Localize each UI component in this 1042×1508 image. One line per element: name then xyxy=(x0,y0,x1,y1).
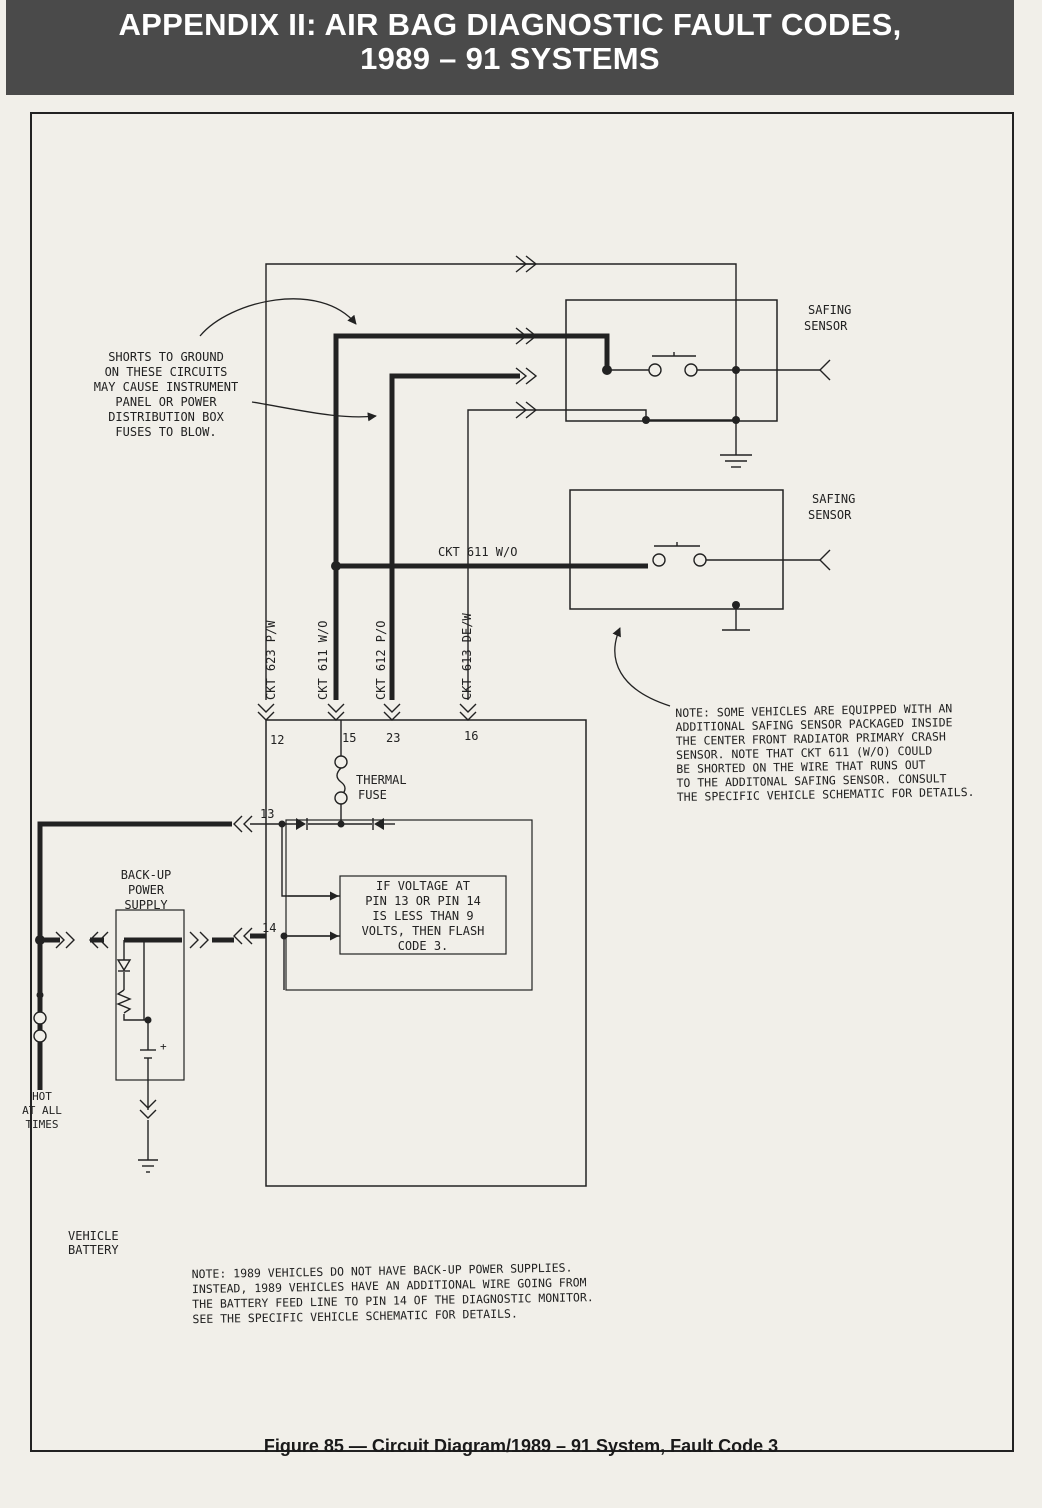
logic-line: VOLTS, THEN FLASH xyxy=(362,924,485,938)
note-right-line: THE SPECIFIC VEHICLE SCHEMATIC FOR DETAI… xyxy=(677,785,975,804)
note-bottom-line: NOTE: 1989 VEHICLES DO NOT HAVE BACK-UP … xyxy=(192,1261,573,1282)
note-right-line: NOTE: SOME VEHICLES ARE EQUIPPED WITH AN xyxy=(675,701,952,720)
page-title: APPENDIX II: AIR BAG DIAGNOSTIC FAULT CO… xyxy=(6,8,1014,76)
hot-line: TIMES xyxy=(25,1118,58,1131)
contacts xyxy=(33,363,707,1043)
note-right: NOTE: SOME VEHICLES ARE EQUIPPED WITH AN… xyxy=(675,701,974,804)
battery-plus: + xyxy=(160,1040,167,1053)
logic-box xyxy=(339,875,507,955)
pin-numbers: 12 15 23 16 13 14 xyxy=(260,729,478,935)
note-right-line: ADDITIONAL SAFING SENSOR PACKAGED INSIDE xyxy=(675,715,952,734)
note-right-line: TO THE ADDITONAL SAFING SENSOR. CONSULT xyxy=(676,771,946,790)
note-bottom: NOTE: 1989 VEHICLES DO NOT HAVE BACK-UP … xyxy=(192,1261,594,1327)
shorts-note: SHORTS TO GROUND ON THESE CIRCUITS MAY C… xyxy=(94,350,239,439)
logic-line: PIN 13 OR PIN 14 xyxy=(365,894,481,908)
connector-chevrons xyxy=(55,255,538,1119)
thermal-fuse-label-2: FUSE xyxy=(358,788,387,802)
thin-wires xyxy=(116,263,831,1173)
logic-line: CODE 3. xyxy=(398,939,449,953)
header-bar: APPENDIX II: AIR BAG DIAGNOSTIC FAULT CO… xyxy=(6,0,1014,95)
shorts-note-line: PANEL OR POWER xyxy=(115,395,217,409)
safing-sensor-bottom-box xyxy=(569,489,784,610)
safing-sensor-top-box xyxy=(565,299,778,422)
note-right-line: SENSOR. NOTE THAT CKT 611 (W/O) COULD xyxy=(676,744,932,762)
pin-14: 14 xyxy=(262,921,276,935)
hot-line: AT ALL xyxy=(22,1104,62,1117)
note-right-line: THE CENTER FRONT RADIATOR PRIMARY CRASH xyxy=(676,729,946,748)
pin-16: 16 xyxy=(464,729,478,743)
safing-sensor-bottom-label-2: SENSOR xyxy=(808,508,852,522)
wire-label-613: CKT 613 DE/W xyxy=(460,613,474,700)
shorts-note-line: MAY CAUSE INSTRUMENT xyxy=(94,380,239,394)
title-line-2: 1989 – 91 SYSTEMS xyxy=(360,41,660,76)
hot-line: HOT xyxy=(32,1090,52,1103)
shorts-note-line: SHORTS TO GROUND xyxy=(108,350,224,364)
arrows xyxy=(199,298,671,941)
thick-circuits xyxy=(37,333,648,1090)
logic-box-text: IF VOLTAGE AT PIN 13 OR PIN 14 IS LESS T… xyxy=(362,879,485,953)
safing-sensor-top-label-1: SAFING xyxy=(808,303,851,317)
safing-sensor-top-label-2: SENSOR xyxy=(804,319,848,333)
note-right-line: BE SHORTED ON THE WIRE THAT RUNS OUT xyxy=(676,758,926,776)
figure-caption: Figure 85 — Circuit Diagram/1989 – 91 Sy… xyxy=(263,1436,779,1456)
junctions xyxy=(35,365,740,1024)
thermal-fuse-label-1: THERMAL xyxy=(356,773,407,787)
note-bottom-line: INSTEAD, 1989 VEHICLES HAVE AN ADDITIONA… xyxy=(192,1275,587,1296)
logic-line: IF VOLTAGE AT xyxy=(376,879,470,893)
pin-12: 12 xyxy=(270,733,284,747)
hot-label: HOT AT ALL TIMES xyxy=(22,1090,62,1131)
title-line-1: APPENDIX II: AIR BAG DIAGNOSTIC FAULT CO… xyxy=(118,7,902,42)
logic-line: IS LESS THAN 9 xyxy=(372,909,473,923)
backup-supply-line: SUPPLY xyxy=(124,898,168,912)
shorts-note-line: ON THESE CIRCUITS xyxy=(105,365,228,379)
safing-sensor-bottom-label-1: SAFING xyxy=(812,492,855,506)
shorts-note-line: FUSES TO BLOW. xyxy=(115,425,216,439)
figure-frame xyxy=(30,112,1014,1452)
pin-13: 13 xyxy=(260,807,274,821)
diodes xyxy=(116,818,384,972)
shorts-note-line: DISTRIBUTION BOX xyxy=(108,410,224,424)
battery-label-2: BATTERY xyxy=(68,1243,119,1257)
backup-supply-label: BACK-UP POWER SUPPLY xyxy=(121,868,172,912)
inner-circuit-box xyxy=(285,819,533,991)
wire-label-623: CKT 623 P/W xyxy=(264,620,278,700)
wire-label-612: CKT 612 P/O xyxy=(374,621,388,700)
diagnostic-monitor-box xyxy=(265,719,587,1187)
pin-23: 23 xyxy=(386,731,400,745)
battery-label-1: VEHICLE xyxy=(68,1229,119,1243)
wire-label-611: CKT 611 W/O xyxy=(316,621,330,700)
ckt-611-label: CKT 611 W/O xyxy=(438,545,517,559)
backup-supply-line: BACK-UP xyxy=(121,868,172,882)
note-bottom-line: SEE THE SPECIFIC VEHICLE SCHEMATIC FOR D… xyxy=(192,1306,518,1326)
backup-supply-line: POWER xyxy=(128,883,165,897)
pin-15: 15 xyxy=(342,731,356,745)
backup-supply-box xyxy=(115,909,185,1081)
